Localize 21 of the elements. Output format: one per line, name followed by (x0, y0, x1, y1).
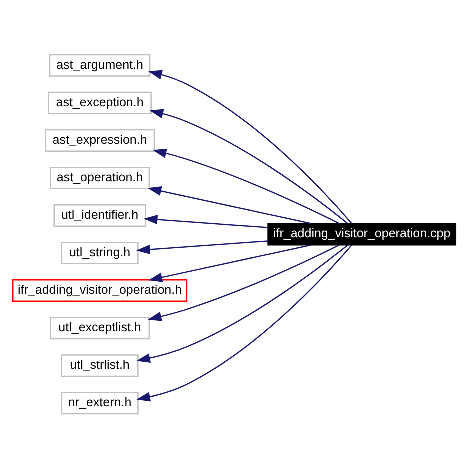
node-box: utl_identifier.h (54, 204, 146, 227)
node-box: ast_exception.h (48, 92, 152, 114)
node-box: utl_string.h (61, 242, 139, 265)
node-box: nr_extern.h (61, 392, 139, 415)
arrow (148, 244, 312, 282)
arrow (136, 240, 268, 255)
arrow (152, 148, 340, 224)
node-box: ast_argument.h (49, 54, 151, 77)
node-box: ast_operation.h (50, 166, 150, 190)
node-box: ast_expression.h (45, 129, 156, 152)
arrow (148, 70, 352, 224)
node-box: ifr_adding_visitor_operation.h (12, 280, 188, 302)
node-box: utl_exceptlist.h (50, 317, 150, 340)
arrow (144, 215, 268, 228)
arrow (148, 186, 312, 224)
node-box: utl_strlist.h (61, 354, 139, 378)
arrow (136, 244, 352, 402)
arrow (148, 244, 340, 322)
arrow (150, 109, 348, 224)
node-box: ifr_adding_visitor_operation.cpp (268, 223, 457, 246)
arrow (136, 244, 348, 364)
